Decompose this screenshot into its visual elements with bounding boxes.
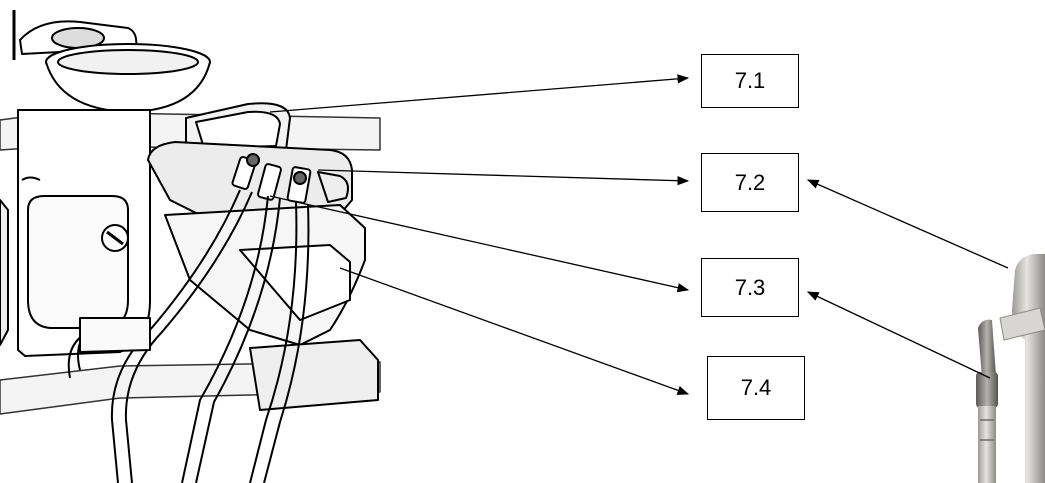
label-7-3: 7.3	[701, 258, 799, 317]
arrow-handpiece-to-7-3	[808, 292, 990, 378]
label-7-4: 7.4	[707, 356, 805, 420]
label-7-1: 7.1	[701, 54, 799, 108]
dental-unit-illustration	[0, 10, 380, 483]
handpiece-photo	[976, 254, 1045, 483]
arrow-handpiece-to-7-2	[808, 180, 1008, 268]
arrow-7-4	[340, 268, 688, 394]
label-7-2: 7.2	[701, 153, 799, 212]
arrow-7-1	[270, 78, 688, 112]
arrow-7-2	[318, 170, 688, 181]
